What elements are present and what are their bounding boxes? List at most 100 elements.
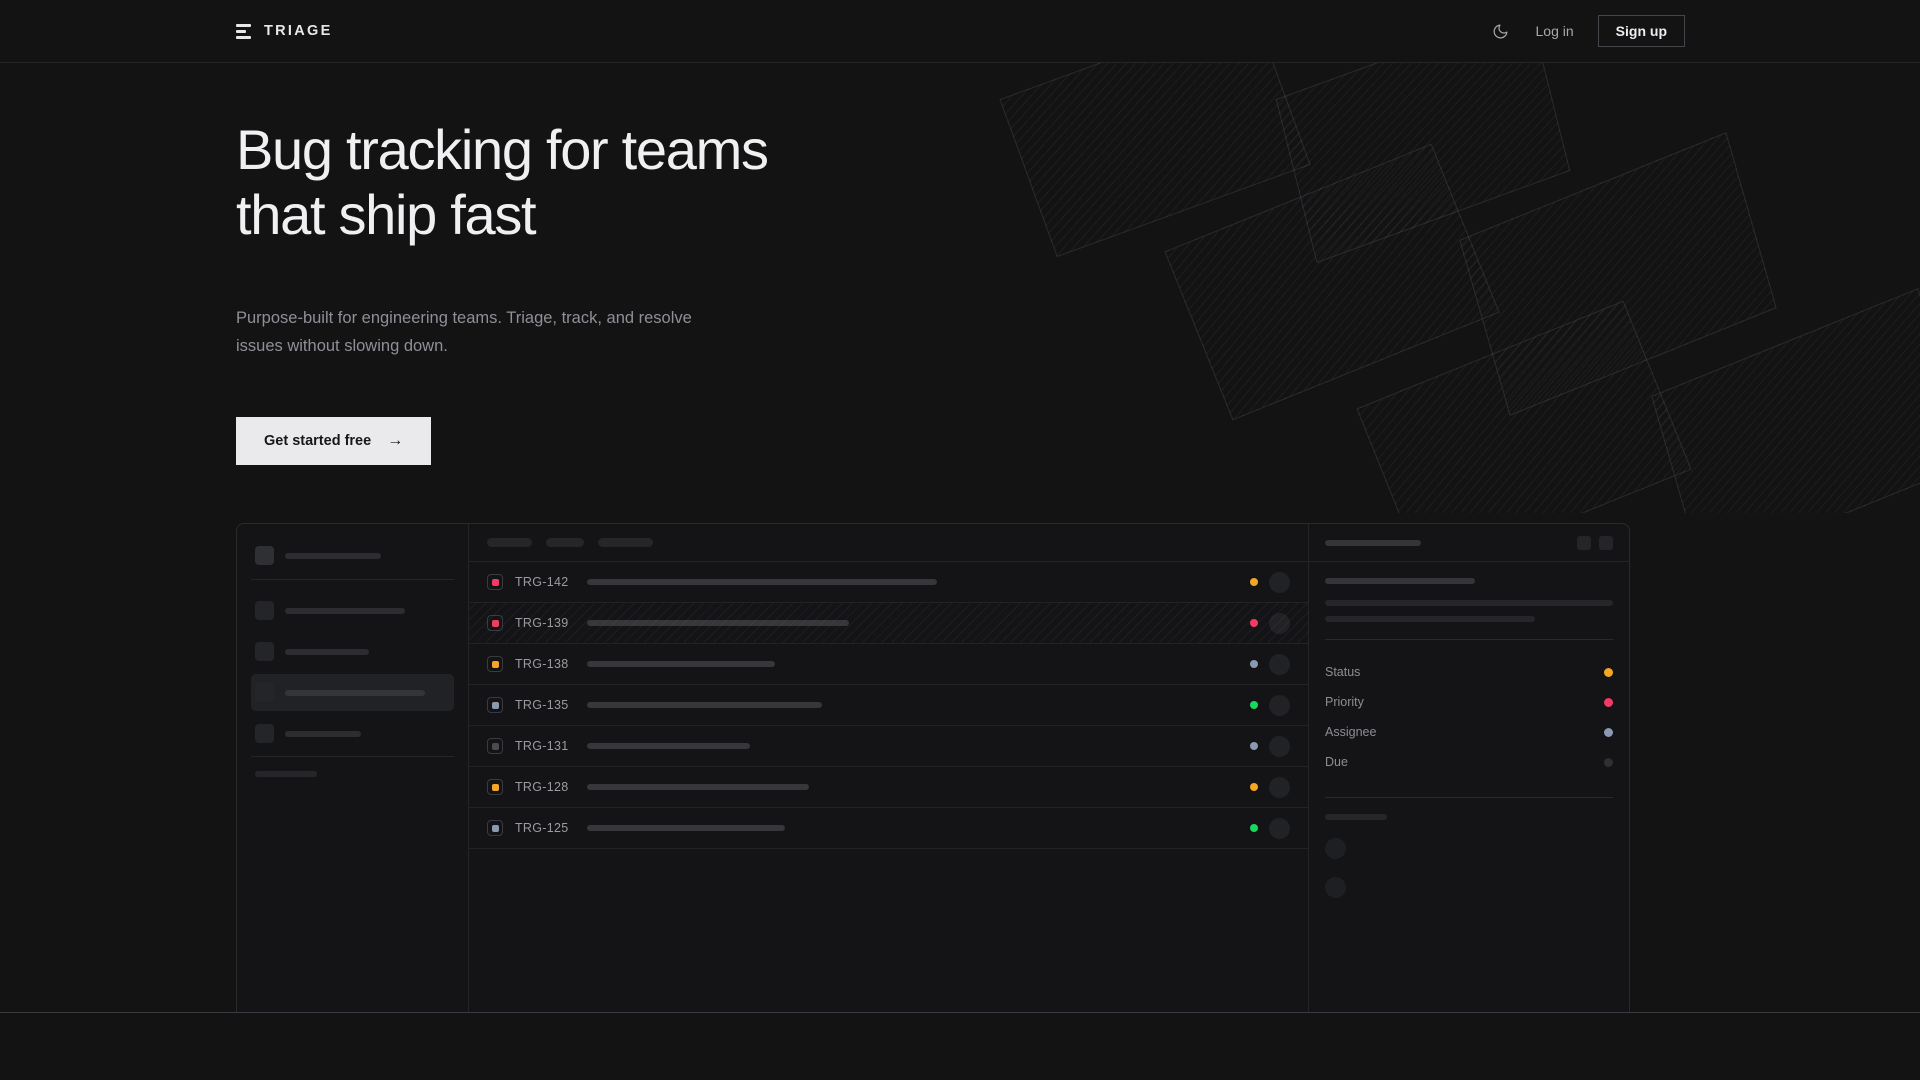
navbar-actions: Log in Sign up bbox=[1490, 15, 1685, 47]
status-badge bbox=[1250, 824, 1258, 832]
status-badge bbox=[1250, 619, 1258, 627]
avatar bbox=[1269, 653, 1290, 675]
brand-logo[interactable]: TRIAGE bbox=[236, 23, 333, 39]
avatar bbox=[1269, 571, 1290, 593]
sidebar-item-0[interactable] bbox=[251, 592, 454, 629]
avatar bbox=[1269, 612, 1290, 634]
detail-field-due[interactable]: Due bbox=[1325, 747, 1613, 777]
issue-title-skeleton bbox=[587, 661, 775, 667]
priority-icon[interactable] bbox=[487, 615, 503, 631]
sidebar-project-item[interactable] bbox=[251, 825, 454, 843]
field-value-dot bbox=[1604, 757, 1613, 767]
toolbar-control[interactable] bbox=[487, 538, 532, 547]
priority-icon[interactable] bbox=[487, 574, 503, 590]
row-meta bbox=[1250, 653, 1290, 675]
field-label: Due bbox=[1325, 755, 1348, 769]
table-row[interactable]: TRG-128 bbox=[469, 767, 1308, 808]
issue-id: TRG-142 bbox=[515, 575, 569, 589]
decor-slab bbox=[1459, 132, 1777, 416]
signup-button[interactable]: Sign up bbox=[1597, 15, 1685, 47]
issue-list-toolbar bbox=[469, 524, 1308, 562]
priority-icon[interactable] bbox=[487, 656, 503, 672]
cta-label: Get started free bbox=[264, 432, 372, 449]
status-badge bbox=[1250, 578, 1258, 586]
field-value-dot bbox=[1604, 727, 1613, 737]
row-meta bbox=[1250, 735, 1290, 757]
sidebar-item-label bbox=[285, 730, 361, 737]
issue-id: TRG-125 bbox=[515, 821, 569, 835]
detail-action-button[interactable] bbox=[1577, 535, 1591, 550]
table-row[interactable]: TRG-131 bbox=[469, 726, 1308, 767]
issue-id: TRG-138 bbox=[515, 657, 569, 671]
field-label: Priority bbox=[1325, 695, 1364, 709]
app-sidebar bbox=[237, 524, 469, 1013]
row-meta bbox=[1250, 694, 1290, 716]
issue-title-skeleton bbox=[587, 825, 785, 831]
table-row[interactable]: TRG-125 bbox=[469, 808, 1308, 849]
toolbar-control[interactable] bbox=[546, 538, 584, 547]
sidebar-item-1[interactable] bbox=[251, 633, 454, 670]
detail-divider bbox=[1325, 797, 1613, 798]
hero-subtitle: Purpose-built for engineering teams. Tri… bbox=[236, 308, 692, 356]
table-row[interactable]: TRG-135 bbox=[469, 685, 1308, 726]
issue-title-skeleton bbox=[587, 579, 937, 585]
sidebar-item-icon bbox=[255, 601, 274, 620]
table-row[interactable]: TRG-138 bbox=[469, 644, 1308, 685]
detail-field-assignee[interactable]: Assignee bbox=[1325, 717, 1613, 747]
sidebar-divider bbox=[251, 756, 454, 757]
sidebar-item-2[interactable] bbox=[251, 674, 454, 711]
login-link[interactable]: Log in bbox=[1535, 23, 1574, 39]
sidebar-project-item[interactable] bbox=[251, 789, 454, 807]
issue-id: TRG-128 bbox=[515, 780, 569, 794]
issue-title-skeleton bbox=[587, 702, 822, 708]
sidebar-item-icon bbox=[255, 683, 274, 702]
field-label: Assignee bbox=[1325, 725, 1377, 739]
sidebar-item-icon bbox=[255, 642, 274, 661]
priority-icon[interactable] bbox=[487, 779, 503, 795]
toolbar-control[interactable] bbox=[598, 538, 653, 547]
field-label: Status bbox=[1325, 665, 1361, 679]
status-badge bbox=[1250, 701, 1258, 709]
workspace-name-skeleton bbox=[285, 552, 381, 559]
activity-avatar bbox=[1325, 838, 1346, 859]
moon-icon[interactable] bbox=[1490, 20, 1512, 42]
row-meta bbox=[1250, 817, 1290, 839]
sidebar-project-list bbox=[251, 789, 454, 843]
sidebar-project-item[interactable] bbox=[251, 807, 454, 825]
detail-field-status[interactable]: Status bbox=[1325, 657, 1613, 687]
brand-name: TRIAGE bbox=[264, 23, 333, 39]
sidebar-nav bbox=[251, 592, 454, 752]
workspace-switcher[interactable] bbox=[251, 540, 454, 579]
decor-slab bbox=[1164, 143, 1500, 421]
field-value-dot bbox=[1604, 667, 1613, 677]
activity-avatar bbox=[1325, 877, 1346, 898]
status-badge bbox=[1250, 783, 1258, 791]
priority-icon[interactable] bbox=[487, 738, 503, 754]
navbar: TRIAGE Log in Sign up bbox=[0, 0, 1920, 63]
issue-title-skeleton bbox=[587, 620, 849, 626]
table-row[interactable]: TRG-142 bbox=[469, 562, 1308, 603]
status-badge bbox=[1250, 660, 1258, 668]
sidebar-item-3[interactable] bbox=[251, 715, 454, 752]
row-meta bbox=[1250, 571, 1290, 593]
description-line bbox=[1325, 616, 1535, 622]
issue-id: TRG-139 bbox=[515, 616, 569, 630]
table-row[interactable]: TRG-139 bbox=[469, 603, 1308, 644]
field-value-dot bbox=[1604, 697, 1613, 707]
detail-field-priority[interactable]: Priority bbox=[1325, 687, 1613, 717]
decor-slab bbox=[1275, 63, 1571, 264]
detail-action-button[interactable] bbox=[1599, 535, 1613, 550]
priority-icon[interactable] bbox=[487, 697, 503, 713]
get-started-button[interactable]: Get started free → bbox=[236, 416, 432, 465]
priority-icon[interactable] bbox=[487, 820, 503, 836]
issue-title-skeleton bbox=[587, 743, 750, 749]
row-meta bbox=[1250, 612, 1290, 634]
decor-slab bbox=[1356, 300, 1692, 513]
